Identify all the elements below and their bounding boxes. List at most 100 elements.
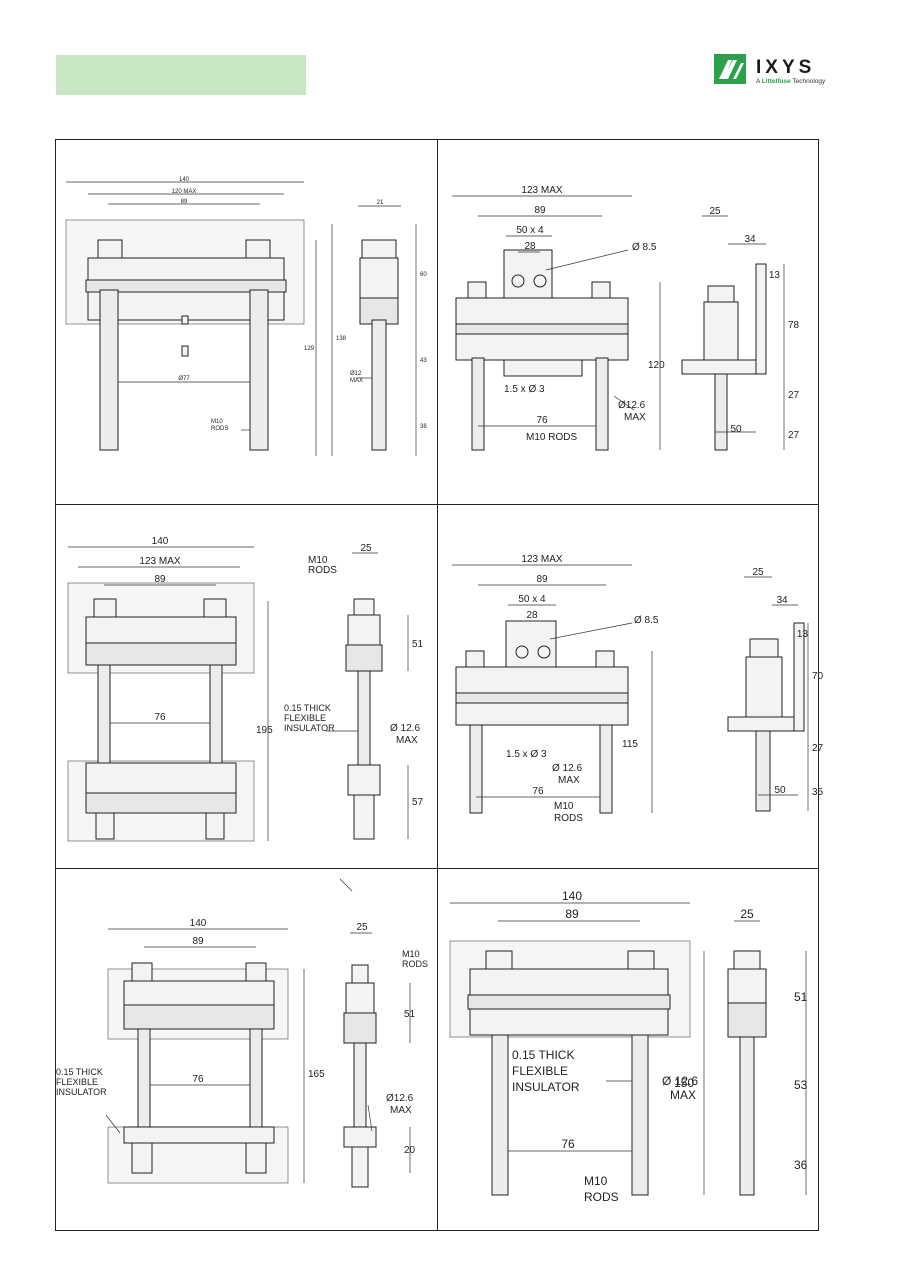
drawing-1: 140 120 MAX 89 Ø77 129 138 M10 RODS 21 6… [56, 140, 437, 504]
drawing-line [99, 289, 119, 451]
drawing-line [353, 1042, 367, 1128]
drawing-line [469, 968, 669, 996]
drawing-line [105, 1114, 121, 1134]
drawing-line [719, 60, 737, 79]
drawing-line [249, 1028, 263, 1128]
dim-h20: 20 [404, 1145, 416, 1156]
drawing-line [503, 359, 583, 377]
dim-d126: Ø 12.6 [390, 723, 420, 734]
dim-h150: 150 [674, 1076, 694, 1090]
drawing-line [371, 319, 387, 451]
drawing-line [749, 638, 779, 658]
drawing-line [755, 730, 771, 812]
dim-w123: 123 MAX [521, 554, 562, 565]
dim-w89: 89 [181, 199, 188, 205]
drawing-line [97, 664, 111, 766]
rods-label: M10 RODS [526, 432, 577, 443]
drawing-line [681, 359, 757, 375]
drawing-line [707, 285, 735, 303]
drawing-line [343, 1012, 377, 1044]
rods-label-1: M10 [402, 949, 420, 959]
dim-h138: 138 [336, 336, 347, 342]
drawing-line [739, 1036, 755, 1196]
drawing-line [205, 812, 225, 840]
rods-label-2: RODS [554, 813, 583, 824]
grid-divider-row2 [56, 868, 818, 869]
drawing-5-svg: 140 89 76 165 0.15 THICK FLEXIBLE INSULA… [56, 918, 428, 1188]
drawing-line [209, 664, 223, 766]
rods-label-2: RODS [584, 1190, 619, 1204]
dim-d3: 1.5 x Ø 3 [504, 384, 545, 395]
drawing-line [455, 702, 629, 726]
drawing-line [359, 257, 399, 299]
dim-h38: 38 [420, 424, 427, 430]
dim-w25: 25 [740, 907, 754, 921]
dim-h57: 57 [412, 797, 424, 808]
dim-d12: Ø12 [350, 371, 362, 377]
ixys-logo: IXYS A Littelfuse Technology [714, 54, 825, 88]
drawing-line [793, 622, 805, 732]
dim-w50: 50 x 4 [518, 594, 546, 605]
rods-label-2: RODS [402, 959, 428, 969]
drawing-line [631, 1034, 649, 1196]
drawing-line [491, 1034, 509, 1196]
drawing-line [613, 395, 635, 411]
dim-w123: 123 MAX [521, 185, 562, 196]
dim-w25: 25 [752, 567, 764, 578]
drawing-line [591, 281, 611, 299]
drawing-line [367, 1104, 373, 1132]
dim-w140: 140 [190, 918, 207, 929]
insulator-line-1: 0.15 THICK [284, 703, 331, 713]
insulator-line-3: INSULATOR [512, 1080, 580, 1094]
drawing-line [345, 982, 375, 1014]
dim-w123: 123 MAX [139, 556, 180, 567]
dim-w21: 21 [377, 200, 384, 206]
rods-label-1: M10 [584, 1174, 608, 1188]
drawing-line [727, 1002, 767, 1038]
dim-max: MAX [350, 378, 363, 384]
dim-h70: 70 [812, 671, 824, 682]
grid-divider-vertical [437, 140, 438, 1230]
drawing-line [465, 650, 485, 668]
dim-h60: 60 [420, 272, 427, 278]
drawing-line [595, 650, 615, 668]
dim-h36: 36 [794, 1158, 808, 1172]
drawing-line [131, 962, 153, 982]
dim-h195: 195 [256, 725, 273, 736]
drawing-grid: 140 120 MAX 89 Ø77 129 138 M10 RODS 21 6… [55, 139, 824, 1231]
dim-w28: 28 [524, 241, 536, 252]
drawing-line [85, 792, 237, 814]
dim-d77: Ø77 [178, 376, 190, 382]
insulator-line-1: 0.15 THICK [512, 1048, 574, 1062]
drawing-line [181, 345, 189, 357]
drawing-line [595, 357, 609, 451]
dim-h129: 129 [304, 346, 315, 352]
insulator-line-1: 0.15 THICK [56, 1067, 103, 1077]
dim-d126: Ø12.6 [386, 1093, 414, 1104]
drawing-line [537, 645, 551, 659]
dim-w25: 25 [356, 922, 368, 933]
drawing-line [249, 289, 269, 451]
dim-h51: 51 [794, 990, 808, 1004]
dim-h120: 120 [648, 360, 665, 371]
dim-w50: 50 x 4 [516, 225, 544, 236]
dim-w89: 89 [192, 936, 204, 947]
insulator-line-2: FLEXIBLE [56, 1077, 98, 1087]
drawing-line [351, 964, 369, 984]
dim-w25: 25 [709, 206, 721, 217]
dim-h27a: 27 [788, 390, 800, 401]
drawing-line [755, 263, 767, 375]
drawing-line [97, 239, 123, 259]
dim-w76: 76 [192, 1074, 204, 1085]
dim-max: MAX [390, 1105, 412, 1116]
drawing-line [85, 642, 237, 666]
drawing-line [485, 950, 513, 970]
drawing-line [95, 812, 115, 840]
drawing-line [181, 315, 189, 325]
dim-w140: 140 [562, 889, 582, 903]
drawing-line [339, 878, 353, 892]
drawing-line [503, 249, 553, 299]
dim-h78: 78 [788, 320, 800, 331]
rods-label-1: M10 [211, 419, 223, 425]
drawing-line [545, 249, 629, 271]
